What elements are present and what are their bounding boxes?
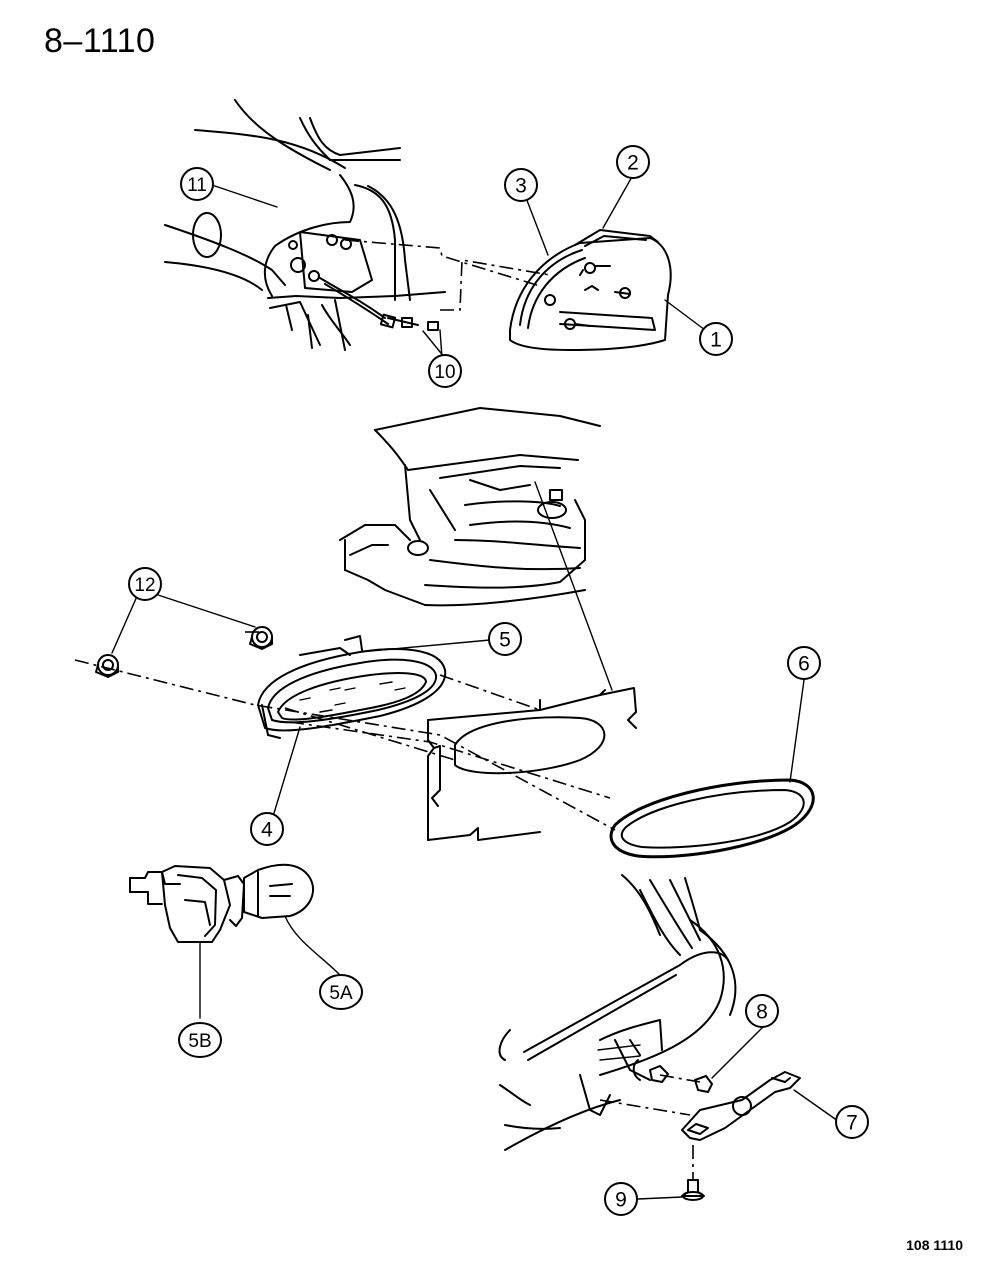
tail-lamp-assembly (509, 229, 672, 351)
svg-text:3: 3 (515, 175, 527, 198)
svg-text:2: 2 (627, 152, 639, 175)
callout-2: 2 (616, 145, 650, 179)
callout-1: 1 (699, 322, 733, 356)
callout-5: 5 (488, 622, 522, 656)
svg-text:7: 7 (846, 1112, 858, 1135)
nut-12b (249, 626, 273, 650)
svg-text:12: 12 (134, 575, 155, 596)
callout-leaders (111, 174, 839, 1200)
callout-3: 3 (504, 168, 538, 202)
callout-11: 11 (180, 167, 214, 201)
svg-text:10: 10 (434, 362, 455, 383)
callout-7: 7 (835, 1105, 869, 1139)
callout-9: 9 (604, 1182, 638, 1216)
page-title: 8–1110 (44, 22, 156, 60)
callout-6: 6 (787, 646, 821, 680)
rear-panel-lamp-assembly (257, 635, 447, 739)
svg-text:6: 6 (798, 653, 810, 676)
diagram-code: 108 1110 (906, 1237, 963, 1253)
rear-bumper-illustration (498, 874, 737, 1151)
rear-panel-section (427, 687, 637, 841)
callout-12: 12 (128, 567, 162, 601)
rear-quarter-panel-illustration (164, 99, 446, 351)
svg-text:5A: 5A (329, 983, 353, 1004)
callout-8: 8 (745, 994, 779, 1028)
lamp-gasket (609, 778, 815, 859)
callout-5B: 5B (178, 1022, 222, 1058)
nut-12a (95, 654, 119, 678)
callout-5A: 5A (319, 974, 363, 1010)
car-rear-view-illustration (339, 407, 601, 607)
svg-text:5B: 5B (188, 1031, 211, 1052)
svg-text:8: 8 (756, 1001, 768, 1024)
license-lamp-assembly (649, 1065, 801, 1201)
callout-10: 10 (428, 354, 462, 388)
svg-text:5: 5 (499, 629, 511, 652)
callout-4: 4 (250, 812, 284, 846)
svg-text:9: 9 (615, 1189, 627, 1212)
svg-text:4: 4 (261, 819, 273, 842)
svg-text:11: 11 (187, 175, 207, 196)
bulb-and-socket (129, 863, 315, 943)
svg-text:1: 1 (710, 329, 722, 352)
